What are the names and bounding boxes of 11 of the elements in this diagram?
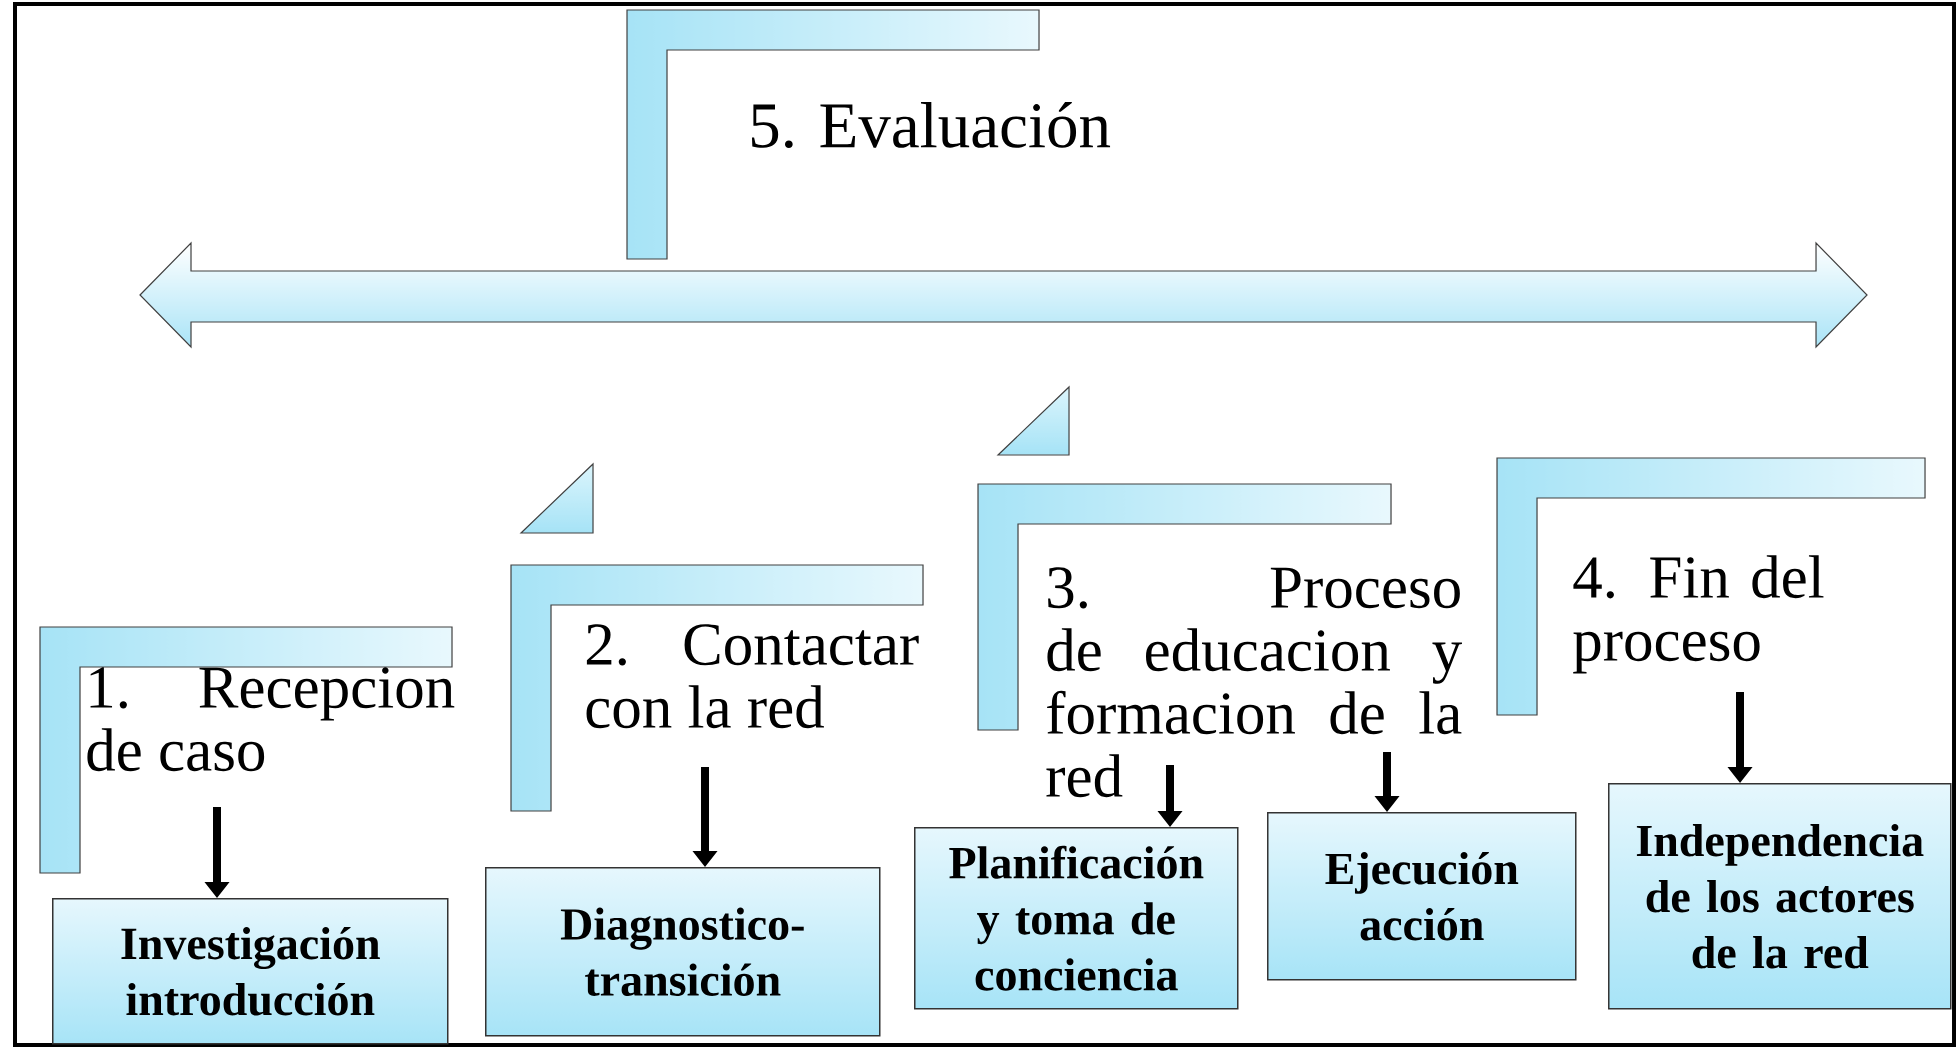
stage-box: Independencia de los actores de la red — [1608, 783, 1952, 1010]
corner-bracket: 5. Evaluación — [626, 9, 1111, 260]
corner-bracket: 4. Fin del proceso — [1496, 457, 1926, 716]
stage-box: Planificación y toma de conciencia — [914, 827, 1239, 1010]
stage-box: Ejecución acción — [1267, 812, 1577, 981]
node-label: red — [1046, 754, 1123, 798]
stage-box: Diagnostico- transición — [485, 867, 881, 1037]
corner-bracket: 3. Proceso de educacion y formacion de la red — [977, 483, 1462, 798]
corner-bracket: 1. Recepcion de caso — [39, 626, 455, 874]
corner-bracket: 2. Contactar con la red — [510, 564, 924, 812]
stage-box: Investigación introducción — [52, 898, 449, 1045]
